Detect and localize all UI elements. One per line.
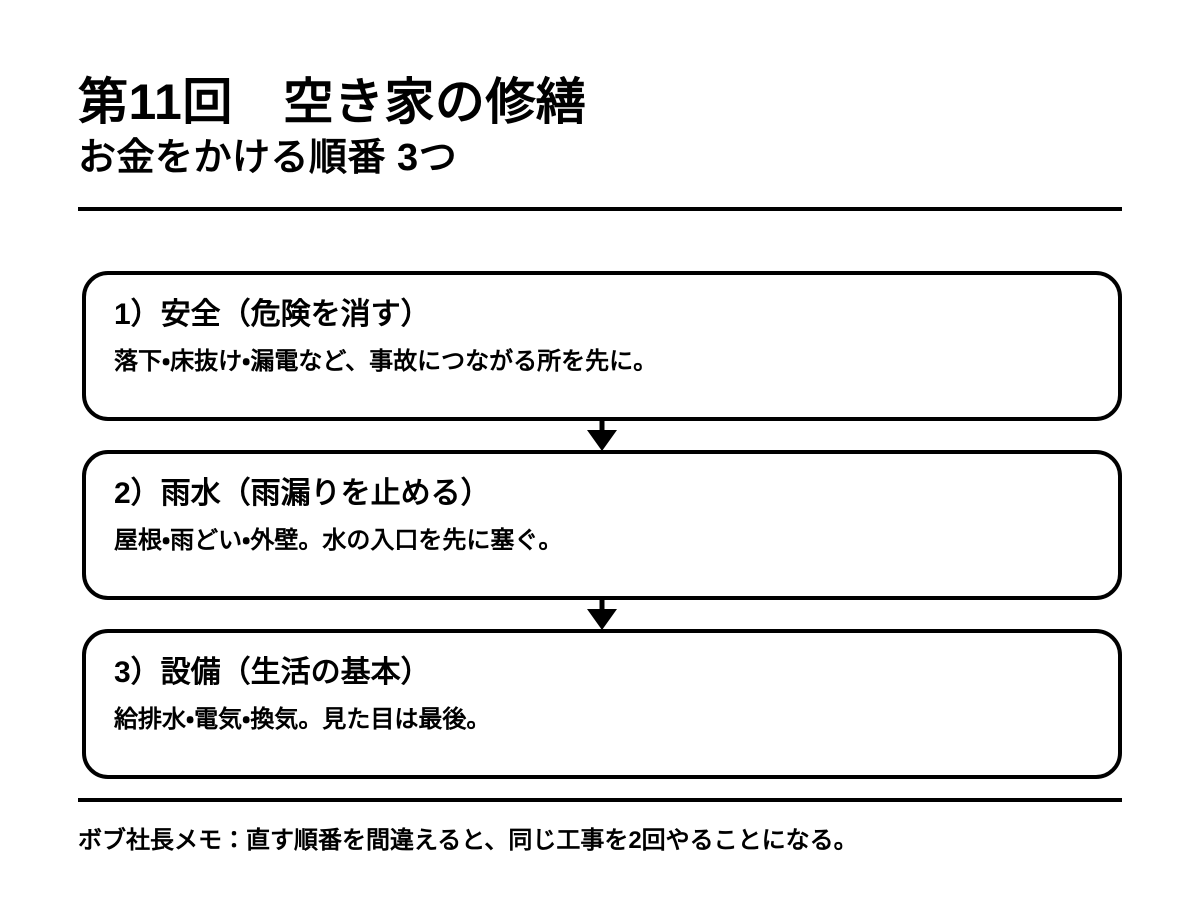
arrow-stem xyxy=(599,600,605,612)
step-box-3: 3）設備（生活の基本） 給排水・電気・換気。見た目は最後。 xyxy=(82,629,1122,779)
step-1-detail: 落下・床抜け・漏電など、事故につながる所を先に。 xyxy=(114,348,658,375)
steps-flow: 1）安全（危険を消す） 落下・床抜け・漏電など、事故につながる所を先に。 2）雨… xyxy=(82,271,1122,779)
flow-arrow-1-to-2 xyxy=(82,421,1122,451)
step-3-detail: 給排水・電気・換気。見た目は最後。 xyxy=(114,706,491,733)
step-box-1: 1）安全（危険を消す） 落下・床抜け・漏電など、事故につながる所を先に。 xyxy=(82,271,1122,421)
arrow-stem xyxy=(599,421,605,433)
footer-divider xyxy=(78,798,1122,802)
slide-header: 第11回 空き家の修繕 お金をかける順番 3つ xyxy=(78,74,1122,181)
flow-arrow-2-to-3 xyxy=(82,600,1122,630)
step-box-2: 2）雨水（雨漏りを止める） 屋根・雨どい・外壁。水の入口を先に塞ぐ。 xyxy=(82,450,1122,600)
step-3-heading: 3）設備（生活の基本） xyxy=(114,656,431,689)
page-title: 第11回 空き家の修繕 xyxy=(78,74,587,130)
arrow-down-icon xyxy=(587,430,617,451)
step-2-heading: 2）雨水（雨漏りを止める） xyxy=(114,477,491,510)
header-divider xyxy=(78,207,1122,211)
step-2-detail: 屋根・雨どい・外壁。水の入口を先に塞ぐ。 xyxy=(114,527,563,554)
step-1-heading: 1）安全（危険を消す） xyxy=(114,298,431,331)
page-subtitle: お金をかける順番 3つ xyxy=(78,137,458,179)
arrow-down-icon xyxy=(587,609,617,630)
footer-note: ボブ社長メモ：直す順番を間違えると、同じ工事を2回やることになる。 xyxy=(78,827,858,854)
